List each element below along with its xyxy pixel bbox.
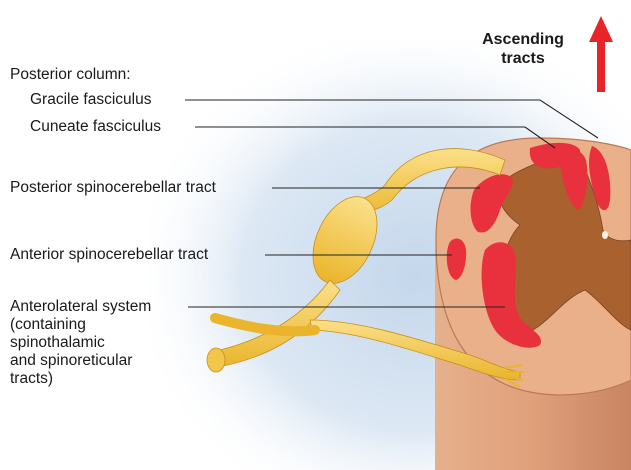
- anterolateral-line-2: (containing: [10, 316, 86, 333]
- label-cuneate-fasciculus: Cuneate fasciculus: [30, 118, 161, 135]
- nerve-cut-end: [206, 347, 226, 373]
- ventral-rootlets: [504, 364, 524, 388]
- gracile-fasciculus-tract: [589, 146, 611, 211]
- posterior-spinocerebellar-tract: [470, 174, 513, 233]
- label-posterior-spinocerebellar-tract: Posterior spinocerebellar tract: [10, 179, 216, 196]
- label-ascending-tracts: Ascending tracts: [463, 30, 583, 68]
- anterolateral-line-1: Anterolateral system: [10, 298, 152, 315]
- anterolateral-line-4: and spinoreticular: [10, 352, 133, 369]
- ascending-arrow: [589, 16, 613, 92]
- nerve-branch: [210, 313, 320, 337]
- dorsal-root-ganglion: [312, 196, 378, 284]
- leader-cuneate: [195, 126, 556, 149]
- leader-lines: [185, 99, 599, 308]
- label-posterior-column: Posterior column:: [10, 66, 131, 83]
- leader-gracile: [185, 99, 599, 139]
- cuneate-fasciculus-tract-2: [560, 148, 588, 210]
- anterior-spinocerebellar-tract: [446, 238, 467, 280]
- anterolateral-system-tract: [481, 242, 541, 348]
- anterolateral-line-3: spinothalamic: [10, 334, 105, 351]
- ascending-line-2: tracts: [501, 50, 545, 67]
- anterolateral-line-5: tracts): [10, 370, 54, 387]
- ascending-line-1: Ascending: [482, 31, 564, 48]
- label-gracile-fasciculus: Gracile fasciculus: [30, 91, 152, 108]
- label-anterior-spinocerebellar-tract: Anterior spinocerebellar tract: [10, 246, 209, 263]
- central-canal: [602, 231, 608, 239]
- label-anterolateral-system: Anterolateral system (containing spinoth…: [10, 298, 151, 388]
